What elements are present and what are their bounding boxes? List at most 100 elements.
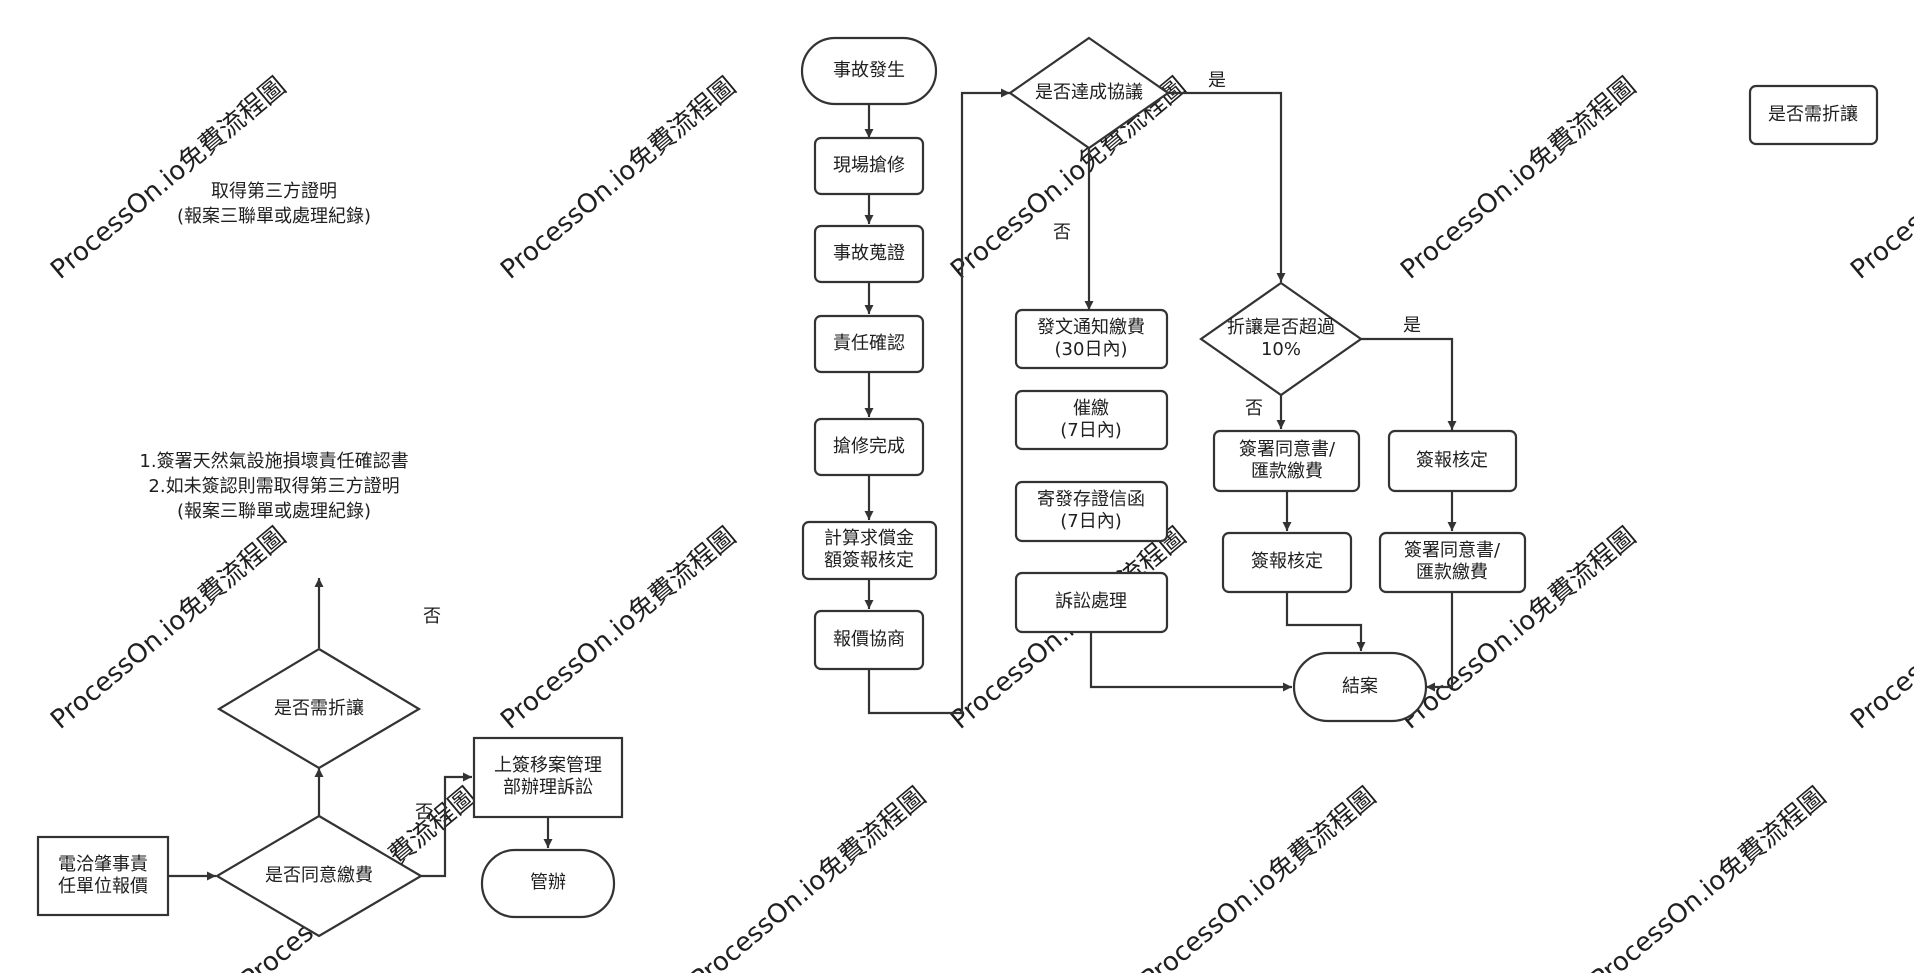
process-node-approve-b[interactable]: 簽報核定 bbox=[1387, 429, 1518, 493]
text-line: 任單位報價 bbox=[58, 876, 148, 897]
process-node-lawsuit[interactable]: 訴訟處理 bbox=[1014, 571, 1169, 634]
node-label-sign-b: 簽署同意書/匯款繳費 bbox=[1404, 540, 1501, 583]
edge-label-discount-no: 否 bbox=[1245, 398, 1263, 419]
node-label-quote: 報價協商 bbox=[833, 629, 905, 650]
text-line: 折讓是否超過 bbox=[1227, 317, 1335, 338]
process-node-quote[interactable]: 報價協商 bbox=[813, 609, 925, 671]
edge-approvea-close bbox=[1285, 592, 1366, 651]
watermark-text: ProcessOn.io免費流程圖 bbox=[1585, 781, 1832, 973]
node-label-evidence: 事故蒐證 bbox=[833, 243, 905, 264]
text-line: 額簽報核定 bbox=[824, 550, 914, 571]
node-label-agree: 是否達成協議 bbox=[1035, 82, 1143, 103]
watermark-text: ProcessOn.io免費流程圖 bbox=[495, 71, 742, 285]
text-line: 部辦理訴訟 bbox=[503, 777, 593, 798]
text-line: 匯款繳費 bbox=[1416, 562, 1488, 583]
edge-lawsuit-close bbox=[1089, 632, 1292, 692]
node-label-repair-done: 搶修完成 bbox=[833, 436, 905, 457]
text-line: (30日內) bbox=[1055, 339, 1128, 360]
edge-label-agree-no: 否 bbox=[1053, 222, 1071, 243]
text-line: 報價協商 bbox=[833, 629, 905, 650]
node-label-notice: 發文通知繳費(30日內) bbox=[1037, 317, 1145, 360]
edge-label-layer: 是 否 是 否 否 否 bbox=[415, 70, 1421, 823]
text-line: 上簽移案管理 bbox=[494, 755, 602, 776]
edge-quote-agree bbox=[867, 88, 1010, 715]
end-terminal-close[interactable]: 結案 bbox=[1292, 651, 1428, 723]
text-line: 搶修完成 bbox=[833, 436, 905, 457]
text-line: 是否需折讓 bbox=[274, 698, 364, 719]
node-label-urge: 催繳(7日內) bbox=[1060, 398, 1122, 441]
watermark-text: ProcessOn.io免費流程圖 bbox=[495, 521, 742, 735]
node-label-letter: 寄發存證信函(7日內) bbox=[1037, 489, 1145, 532]
text-line: 管辦 bbox=[530, 872, 566, 893]
node-label-calc: 計算求償金額簽報核定 bbox=[824, 528, 914, 571]
process-node-notice[interactable]: 發文通知繳費(30日內) bbox=[1014, 308, 1169, 370]
node-label-lawsuit: 訴訟處理 bbox=[1055, 591, 1127, 612]
edge-label-orphan-no: 否 bbox=[423, 606, 441, 627]
text-line: 現場搶修 bbox=[833, 155, 905, 176]
watermark-text: ProcessOn.io免費流程圖 bbox=[1395, 71, 1642, 285]
process-node-sign-b[interactable]: 簽署同意書/匯款繳費 bbox=[1378, 531, 1527, 594]
edge-signb-close bbox=[1426, 592, 1454, 692]
watermark-text: ProcessOn.io免費流程圖 bbox=[1845, 521, 1914, 735]
decision-node-need-discount[interactable]: 是否需折讓 bbox=[216, 647, 422, 770]
note-line: 1.簽署天然氣設施損壞責任確認書 bbox=[139, 451, 408, 472]
text-line: 匯款繳費 bbox=[1251, 461, 1323, 482]
edge-label-agreepay-no: 否 bbox=[415, 802, 433, 823]
process-node-calc[interactable]: 計算求償金額簽報核定 bbox=[801, 520, 938, 581]
edge-label-discount-yes: 是 bbox=[1403, 315, 1421, 336]
process-node-escalate[interactable]: 上簽移案管理部辦理訴訟 bbox=[472, 736, 624, 819]
note-third-party-proof: 取得第三方證明(報案三聯單或處理紀錄) bbox=[177, 181, 371, 227]
node-label-accident: 事故發生 bbox=[833, 60, 905, 81]
text-line: 計算求償金 bbox=[824, 528, 914, 549]
process-node-letter[interactable]: 寄發存證信函(7日內) bbox=[1014, 480, 1169, 543]
node-label-contractor: 電洽肇事責任單位報價 bbox=[58, 854, 148, 897]
text-line: 催繳 bbox=[1073, 398, 1109, 419]
text-line: 寄發存證信函 bbox=[1037, 489, 1145, 510]
process-node-approve-a[interactable]: 簽報核定 bbox=[1221, 531, 1353, 594]
node-label-approve-b: 簽報核定 bbox=[1416, 450, 1488, 471]
process-node-evidence[interactable]: 事故蒐證 bbox=[813, 224, 925, 284]
note-line: (報案三聯單或處理紀錄) bbox=[177, 501, 371, 522]
process-node-repair[interactable]: 現場搶修 bbox=[813, 136, 925, 196]
node-label-handle: 管辦 bbox=[530, 872, 566, 893]
start-terminal-accident[interactable]: 事故發生 bbox=[800, 36, 938, 106]
node-label-discount-top: 是否需折讓 bbox=[1768, 104, 1858, 125]
node-label-need-discount: 是否需折讓 bbox=[274, 698, 364, 719]
node-layer: 事故發生 現場搶修 事故蒐證 責任確認 搶修完成 計算求償金額簽報核定 報價協商 bbox=[36, 36, 1879, 938]
node-label-sign-a: 簽署同意書/匯款繳費 bbox=[1239, 439, 1336, 482]
process-node-sign-a[interactable]: 簽署同意書/匯款繳費 bbox=[1212, 429, 1361, 493]
text-line: 發文通知繳費 bbox=[1037, 317, 1145, 338]
text-line: 是否達成協議 bbox=[1035, 82, 1143, 103]
edge-agree-yes bbox=[1168, 91, 1286, 282]
text-line: 電洽肇事責 bbox=[58, 854, 148, 875]
watermark-text: ProcessOn.io免費流程圖 bbox=[1135, 781, 1382, 973]
text-line: 結案 bbox=[1342, 676, 1378, 697]
process-node-liability[interactable]: 責任確認 bbox=[813, 314, 925, 374]
watermark-text: ProcessOn.io免費流程圖 bbox=[685, 781, 932, 973]
note-line: 2.如未簽認則需取得第三方證明 bbox=[148, 476, 399, 497]
text-line: 事故蒐證 bbox=[833, 243, 905, 264]
watermark-text: ProcessOn.io免費流程圖 bbox=[45, 71, 292, 285]
text-line: 是否需折讓 bbox=[1768, 104, 1858, 125]
process-node-repair-done[interactable]: 搶修完成 bbox=[813, 417, 925, 477]
node-label-close: 結案 bbox=[1342, 676, 1378, 697]
decision-node-agree-pay[interactable]: 是否同意繳費 bbox=[214, 814, 424, 938]
decision-node-agree[interactable]: 是否達成協議 bbox=[1008, 36, 1170, 150]
text-line: 事故發生 bbox=[833, 60, 905, 81]
terminal-node-handle[interactable]: 管辦 bbox=[480, 848, 616, 919]
node-label-agree-pay: 是否同意繳費 bbox=[265, 865, 373, 886]
process-node-urge[interactable]: 催繳(7日內) bbox=[1014, 389, 1169, 451]
process-node-discount-top[interactable]: 是否需折讓 bbox=[1748, 84, 1879, 146]
text-line: 簽署同意書/ bbox=[1404, 540, 1501, 561]
note-line: 取得第三方證明 bbox=[211, 181, 337, 202]
process-node-contractor[interactable]: 電洽肇事責任單位報價 bbox=[36, 835, 170, 917]
text-line: 是否同意繳費 bbox=[265, 865, 373, 886]
text-line: 簽署同意書/ bbox=[1239, 439, 1336, 460]
node-label-liability: 責任確認 bbox=[833, 333, 905, 354]
text-line: 責任確認 bbox=[833, 333, 905, 354]
text-line: 訴訟處理 bbox=[1055, 591, 1127, 612]
text-line: 簽報核定 bbox=[1416, 450, 1488, 471]
